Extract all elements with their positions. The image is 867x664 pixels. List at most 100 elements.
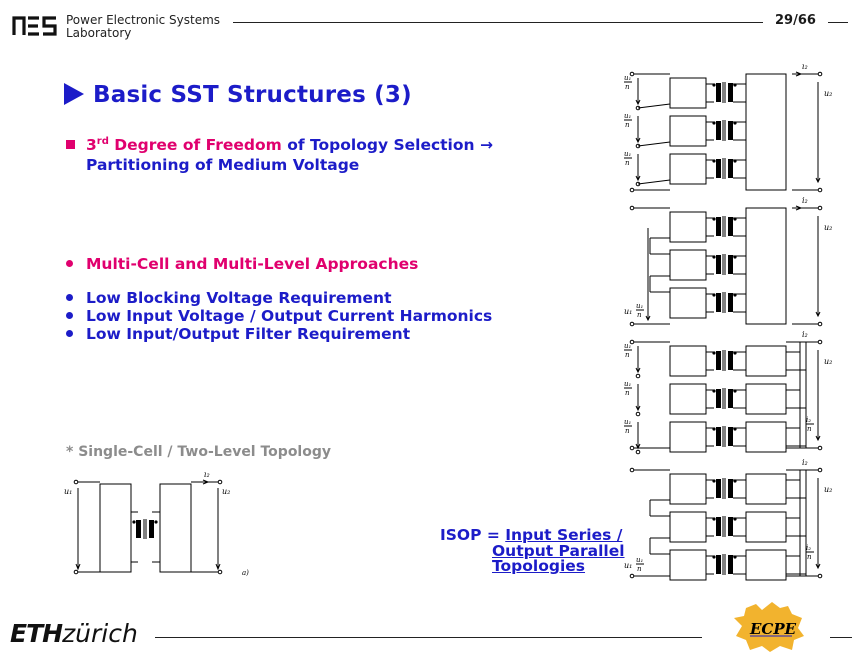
label-i2n-num: i₂ [806, 416, 811, 424]
transformer-core-right [728, 121, 733, 140]
bullet-dot-icon [66, 330, 73, 337]
terminal [817, 71, 823, 77]
transformer-core-right [728, 517, 733, 536]
title-arrow-icon [64, 83, 84, 105]
wire [637, 179, 671, 185]
u2-arrow-head [815, 563, 821, 570]
lab-name-line2: Laboratory [66, 26, 132, 40]
output-module-box [745, 383, 787, 415]
transformer-core-right [728, 555, 733, 574]
label-u1n-num: u₁ [636, 556, 644, 564]
input-module-box [669, 211, 707, 243]
label-u1n-num: u₁ [624, 418, 632, 426]
transformer-dot [712, 217, 716, 221]
label-u1n-den: n [625, 389, 630, 397]
bullet-harmonics: Low Input Voltage / Output Current Harmo… [66, 307, 492, 325]
transformer-core-left [716, 555, 721, 574]
bullet-multi-cell: Multi-Cell and Multi-Level Approaches [66, 255, 418, 273]
terminal [635, 411, 641, 417]
terminal [629, 205, 635, 211]
transformer-dot [712, 427, 716, 431]
bullet-blocking-voltage: Low Blocking Voltage Requirement [66, 289, 392, 307]
terminal [629, 71, 635, 77]
header-rule [233, 22, 763, 23]
terminal [817, 445, 823, 451]
label-u1: u₁ [64, 487, 72, 496]
transformer-dot [712, 389, 716, 393]
label-i2n-den: n [807, 553, 812, 561]
terminal [629, 339, 635, 345]
input-module-box [669, 421, 707, 453]
input-module-box [669, 249, 707, 281]
transformer-dot [712, 517, 716, 521]
terminal [629, 321, 635, 327]
ecpe-logo-text: ECPE [749, 620, 797, 638]
output-module-box [745, 345, 787, 377]
transformer-core-right [728, 255, 733, 274]
terminal [629, 445, 635, 451]
transformer-core-left [716, 351, 721, 370]
label-i2: i₂ [802, 64, 808, 71]
u1n-arrow-head [635, 175, 641, 182]
label-u1n-den: n [625, 159, 630, 167]
label-u1n-den: n [625, 83, 630, 91]
terminal [817, 187, 823, 193]
terminal [817, 573, 823, 579]
output-converter-box [745, 207, 787, 325]
bullet-blocking-voltage-text: Low Blocking Voltage Requirement [86, 289, 392, 307]
label-i2n-den: n [807, 425, 812, 433]
label-i2: i₂ [802, 458, 808, 467]
main-point: 3rd Degree of Freedom of Topology Select… [66, 132, 493, 175]
eth-zurich-logo: ETHzürich [10, 619, 138, 648]
u2-arrow-head [815, 311, 821, 318]
label-u1: u₁ [624, 561, 632, 570]
input-module-box [669, 383, 707, 415]
terminal [817, 339, 823, 345]
label-i2: i₂ [204, 472, 210, 479]
input-module-box [669, 115, 707, 147]
u1-arrow-head [645, 315, 651, 322]
transformer-core-right [728, 427, 733, 446]
main-point-ordinal: rd [96, 136, 109, 147]
lab-name-line1: Power Electronic Systems [66, 13, 221, 27]
isop-line1: Input Series / [505, 526, 623, 544]
transformer-core-left [716, 255, 721, 274]
terminal [629, 187, 635, 193]
isop-line3: Topologies [492, 557, 586, 575]
output-module-box [745, 549, 787, 581]
label-u1n-den: n [637, 565, 642, 573]
main-point-line2: Partitioning of Medium Voltage [86, 156, 360, 175]
input-module-box [669, 287, 707, 319]
footer-dash [830, 637, 852, 638]
transformer-dot [712, 159, 716, 163]
u1n-arrow-head [635, 99, 641, 106]
wire [637, 141, 671, 147]
label-i2: i₂ [802, 330, 808, 339]
footer-rule [155, 637, 702, 638]
label-u1n-num: u₁ [636, 302, 644, 310]
main-point-highlight: Degree of Freedom [114, 136, 282, 155]
terminal [817, 205, 823, 211]
transformer-dot [712, 293, 716, 297]
terminal [817, 467, 823, 473]
label-u1n-den: n [625, 427, 630, 435]
input-module-box [669, 473, 707, 505]
isop-line2: Output Parallel [492, 541, 625, 560]
label-u2: u₂ [824, 357, 832, 366]
transformer-core-right [728, 293, 733, 312]
input-module-box [669, 77, 707, 109]
label-u1n-num: u₁ [624, 74, 632, 82]
u1n-arrow-head [635, 405, 641, 412]
label-i2: i₂ [802, 196, 808, 205]
wire [637, 103, 671, 109]
transformer-dot [712, 351, 716, 355]
pes-logo [12, 16, 57, 36]
transformer-core-right [728, 479, 733, 498]
square-bullet-icon [66, 140, 75, 150]
label-i2n-num: i₂ [806, 544, 811, 552]
output-module-box [745, 511, 787, 543]
label-u2: u₂ [222, 487, 230, 496]
terminal [635, 449, 641, 455]
transformer-core-right [728, 159, 733, 178]
transformer-core-left [716, 427, 721, 446]
